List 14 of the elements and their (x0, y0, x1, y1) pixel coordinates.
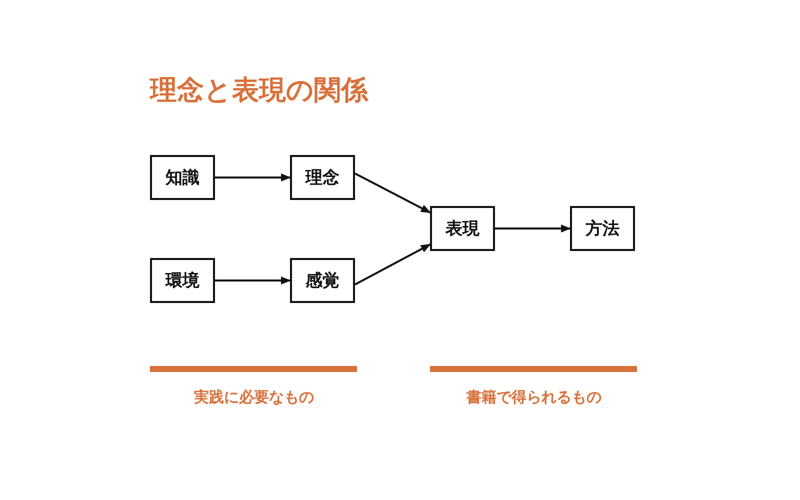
process-box: 感覚 (290, 258, 355, 303)
group-caption: 書籍で得られるもの (466, 388, 602, 407)
process-box: 環境 (150, 258, 215, 303)
process-box: 理念 (290, 155, 355, 200)
arrow (215, 174, 291, 182)
arrow (215, 276, 291, 284)
title: 理念と表現の関係 (150, 74, 368, 108)
process-box: 知識 (150, 155, 215, 200)
process-box: 方法 (570, 206, 635, 251)
group-caption: 実践に必要なもの (193, 388, 315, 407)
arrow (495, 224, 571, 232)
arrow (354, 244, 431, 286)
process-box: 表現 (430, 206, 495, 251)
arrow (354, 172, 431, 214)
